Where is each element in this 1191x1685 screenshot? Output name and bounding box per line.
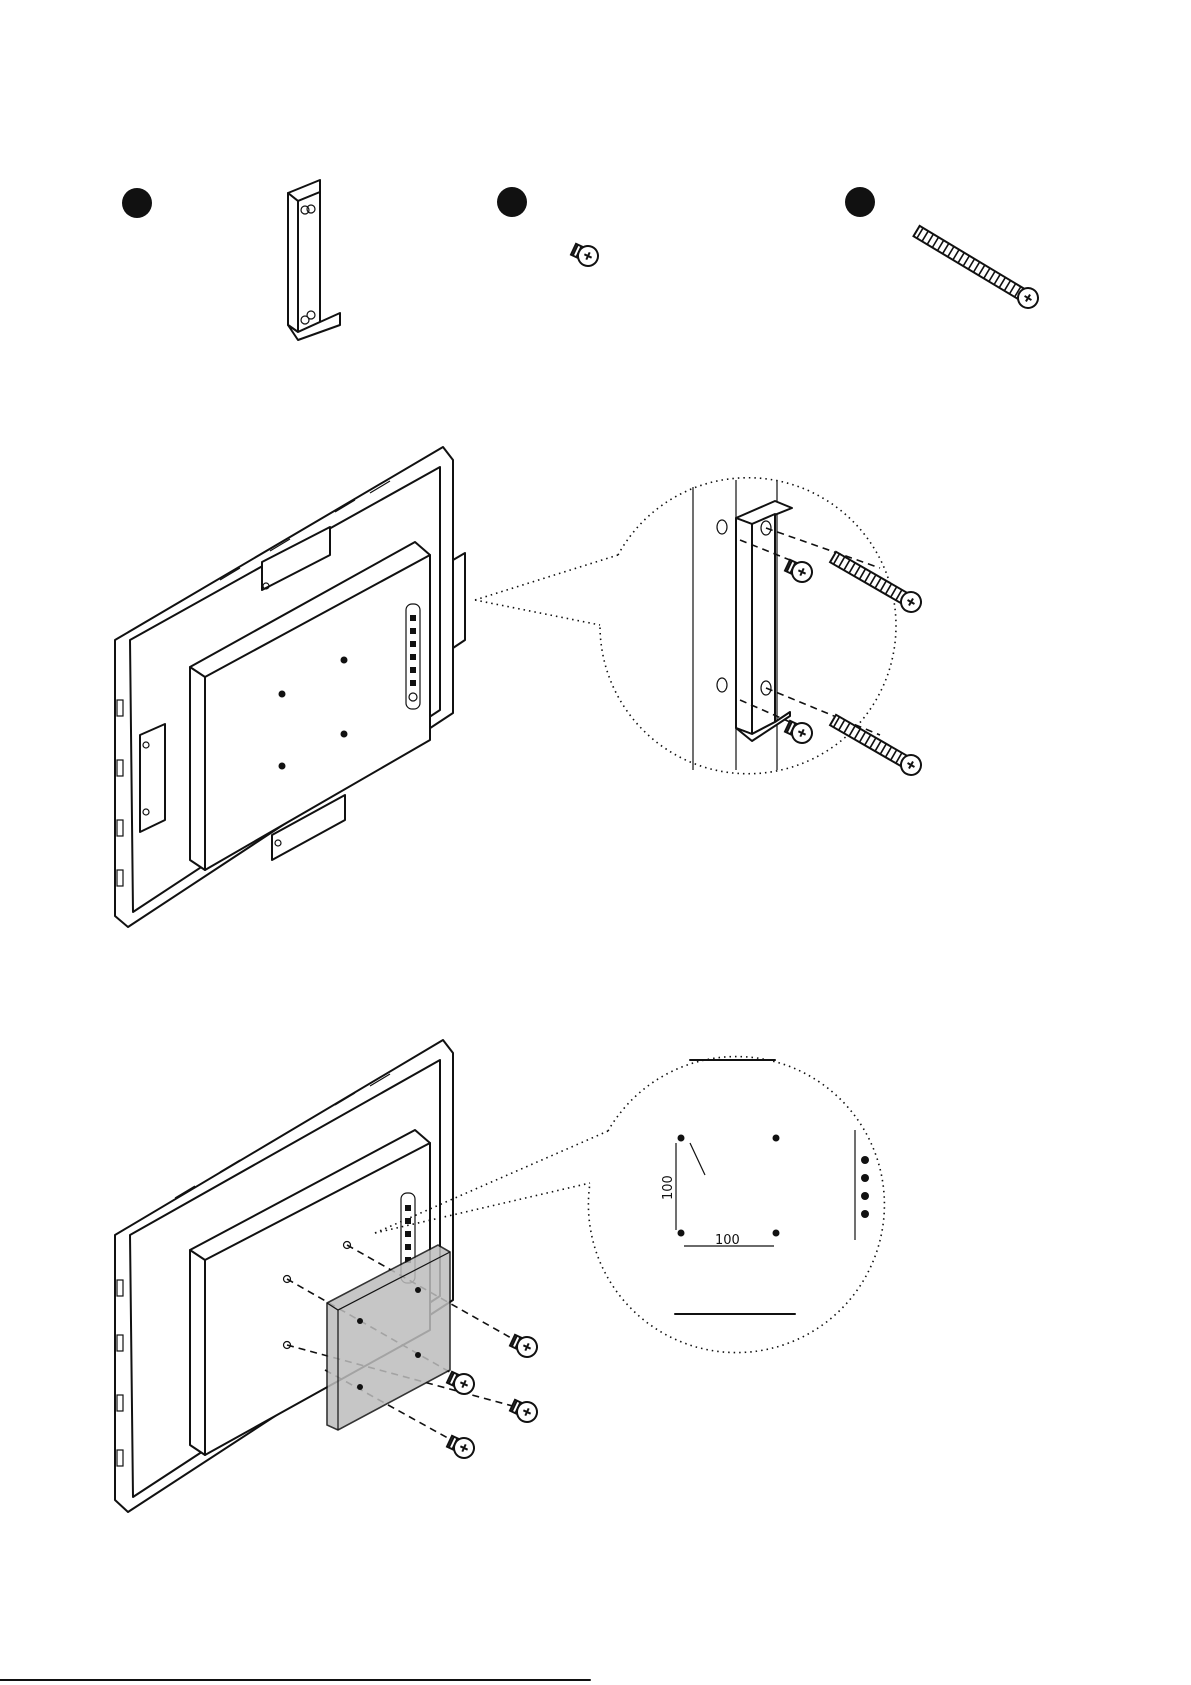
vesa-detail-callout: 100 100	[588, 1057, 884, 1353]
long-screw-icon	[911, 222, 1041, 311]
part-marker-2	[497, 187, 527, 217]
bracket-part-icon	[288, 180, 340, 340]
monitor-vesa-view	[115, 1040, 608, 1512]
vesa-horizontal-dimension: 100	[715, 1233, 740, 1248]
bracket-detail-callout	[600, 478, 925, 779]
parts-row	[122, 180, 1042, 340]
monitor-bracket-view	[115, 447, 618, 927]
attached-bracket-right	[453, 553, 465, 648]
vesa-vertical-dimension: 100	[661, 1175, 676, 1200]
part-marker-1	[122, 188, 152, 218]
part-marker-3	[845, 187, 875, 217]
short-screw-icon	[569, 240, 601, 269]
attached-bracket-left	[140, 724, 165, 832]
